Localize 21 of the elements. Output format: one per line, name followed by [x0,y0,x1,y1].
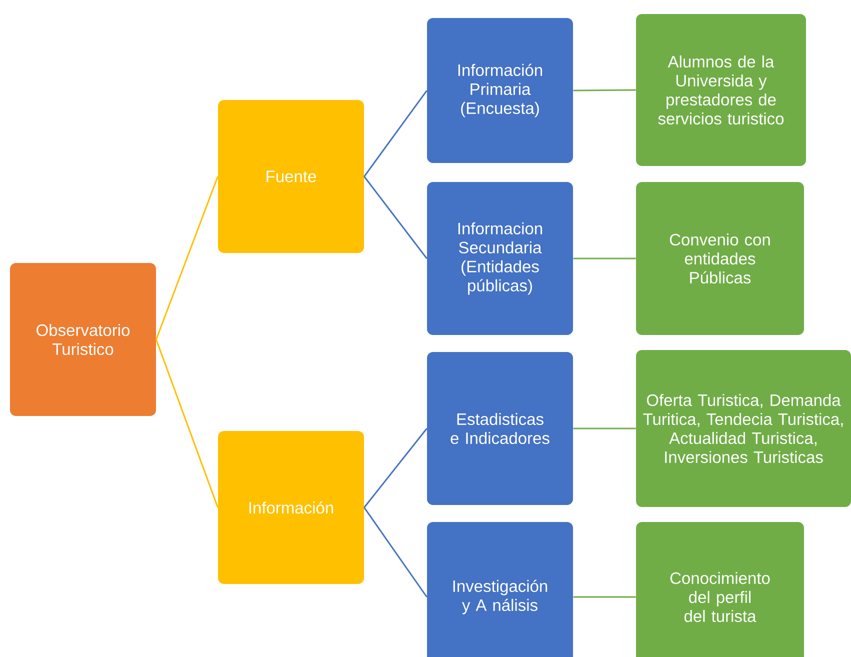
connector-line [364,90,428,177]
process-box: Observatorio Turistico [10,263,156,416]
process-box: Conocimiento del perfil del turista [636,522,804,657]
process-box: Alumnos de la Universida y prestadores de servicios turistico [636,14,806,166]
process-box: Investigación y A nálisis [427,522,573,657]
process-box: Estadisticas e Indicadores [427,352,573,505]
connector-line [573,596,636,598]
connector-line [364,428,428,508]
connector-line [156,339,218,508]
process-box: Fuente [218,100,364,253]
connector-line [156,176,218,340]
process-box: Oferta Turistica, Demanda Turitica, Tendecia Turistica, Actualidad Turistica, Inversiones Turisticas [636,350,851,507]
process-box: Información Primaria (Encuesta) [427,18,573,163]
process-box: Convenio con entidades Públicas [636,182,804,335]
connector-line [573,258,636,260]
connector-line [573,89,636,92]
connector-line [364,176,428,259]
process-box: Informacion Secundaria (Entidades públicas) [427,182,573,335]
connector-line [573,428,636,430]
process-box: Información [218,431,364,584]
connector-line [364,507,428,598]
